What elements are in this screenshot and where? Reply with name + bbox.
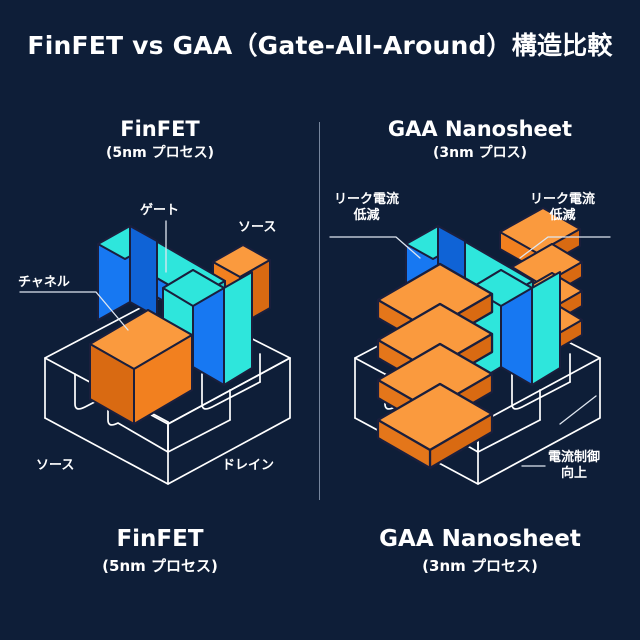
label-current-control: 電流制御 向上 [548, 450, 600, 482]
label-source-top: ソース [238, 220, 277, 235]
label-leak-left-line2: 低減 [353, 208, 380, 223]
gaa-footer-process: (3nm プロセス) [422, 557, 538, 575]
gaa-leader-lines [329, 236, 611, 467]
label-leak-right-line1: リーク電流 [530, 192, 596, 207]
finfet-gate-left-leg [97, 225, 158, 321]
finfet-column-footer: FinFET (5nm プロセス) [10, 524, 310, 578]
finfet-footer-name: FinFET [116, 526, 204, 552]
gaa-header-process: (3nm プロス) [433, 145, 527, 161]
gaa-footer-name: GAA Nanosheet [379, 526, 581, 552]
gaa-gate-left-leg [405, 225, 466, 321]
gaa-source-sheet-stack [499, 207, 583, 359]
finfet-channel-fin [89, 309, 193, 425]
finfet-gate-back [97, 225, 226, 319]
nanosheet-1 [376, 262, 494, 350]
label-leak-right-line2: 低減 [549, 208, 576, 223]
finfet-substrate-wireframe [44, 294, 291, 485]
nanosheet-3 [376, 342, 494, 430]
label-leak-left-line1: リーク電流 [334, 192, 400, 207]
gaa-gate-right-leg [470, 269, 561, 386]
label-channel: チャネル [18, 275, 70, 290]
finfet-footer-process: (5nm プロセス) [102, 557, 218, 575]
label-drain: ドレイン [222, 458, 275, 473]
finfet-gate-right-leg [162, 269, 253, 386]
column-divider [319, 122, 320, 500]
gaa-gate-back [405, 225, 534, 319]
gaa-illustration [329, 207, 611, 485]
finfet-illustration [19, 220, 291, 485]
gaa-nanosheet-stack [376, 262, 494, 470]
label-leak-left: リーク電流 低減 [334, 192, 399, 224]
nanosheet-2 [376, 302, 494, 390]
nanosheet-4 [376, 382, 494, 470]
label-current-control-line1: 電流制御 [548, 450, 601, 465]
finfet-column-header: FinFET (5nm プロセス) [10, 116, 310, 164]
finfet-header-name: FinFET [120, 117, 200, 141]
finfet-source-fin [212, 244, 271, 326]
label-gate: ゲート [140, 203, 180, 218]
gaa-header-name: GAA Nanosheet [387, 117, 573, 141]
page-title: FinFET vs GAA（Gate-All-Around）構造比較 [27, 31, 613, 60]
label-current-control-line2: 向上 [561, 466, 588, 481]
label-leak-right: リーク電流 低減 [530, 192, 595, 224]
finfet-header-process: (5nm プロセス) [106, 145, 214, 161]
gaa-column-header: GAA Nanosheet (3nm プロス) [330, 116, 630, 164]
gaa-column-footer: GAA Nanosheet (3nm プロセス) [330, 524, 630, 578]
label-source-bottom: ソース [36, 458, 75, 473]
